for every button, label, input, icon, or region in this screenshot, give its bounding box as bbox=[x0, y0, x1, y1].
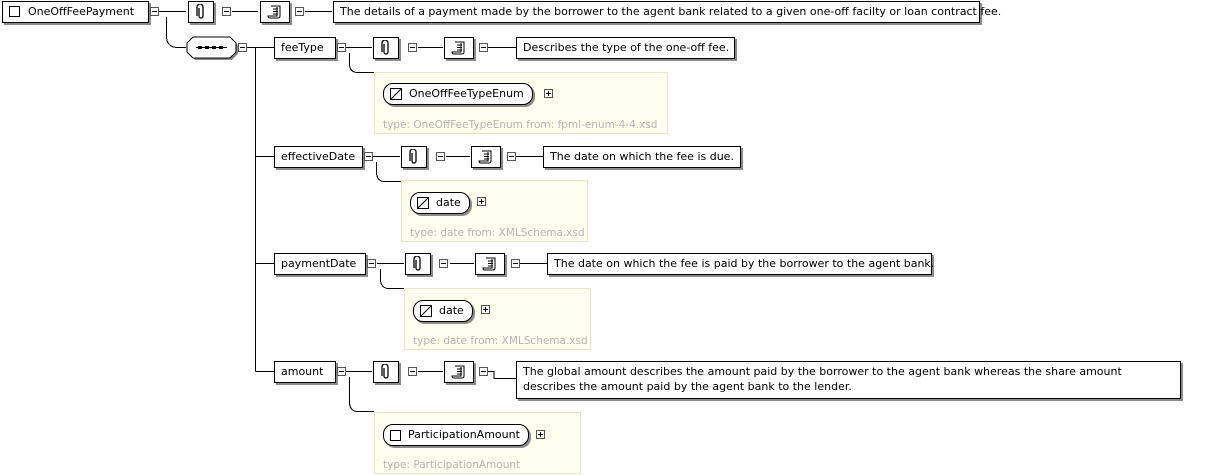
documentation-box bbox=[444, 37, 474, 59]
scroll-icon bbox=[451, 41, 465, 55]
type-name: date bbox=[436, 196, 461, 209]
complex-type-icon bbox=[390, 429, 401, 441]
type-expand-toggle[interactable] bbox=[544, 89, 553, 98]
complex-type-icon bbox=[9, 6, 20, 17]
scroll-icon bbox=[478, 150, 492, 164]
type-name: OneOffFeeTypeEnum bbox=[409, 87, 524, 100]
root-element[interactable]: OneOffFeePayment bbox=[2, 1, 149, 23]
simple-type-pill[interactable]: date bbox=[410, 192, 470, 214]
scroll-icon bbox=[267, 5, 281, 19]
simple-type-icon bbox=[420, 305, 432, 317]
appinfo-collapse-toggle[interactable] bbox=[408, 43, 417, 52]
documentation-box bbox=[444, 361, 474, 383]
type-expand-toggle[interactable] bbox=[536, 430, 545, 439]
documentation-collapse-toggle[interactable] bbox=[511, 259, 520, 268]
sequence-compositor[interactable] bbox=[186, 36, 238, 60]
simple-type-pill[interactable]: OneOffFeeTypeEnum bbox=[383, 83, 533, 105]
sequence-compositor-icon bbox=[186, 36, 238, 60]
paperclip-icon bbox=[413, 256, 421, 271]
simple-type-icon bbox=[390, 88, 402, 100]
paymentDate-annotation: The date on which the fee is paid by the… bbox=[547, 253, 934, 275]
appinfo-box bbox=[401, 146, 427, 168]
appinfo-box bbox=[373, 37, 399, 59]
sequence-collapse-toggle[interactable] bbox=[238, 43, 247, 52]
type-info: type: ParticipationAmount bbox=[383, 459, 521, 471]
feeType-collapse-toggle[interactable] bbox=[337, 43, 346, 52]
type-info: type: date from: XMLSchema.xsd bbox=[410, 227, 585, 239]
paperclip-icon bbox=[409, 149, 417, 164]
type-expand-toggle[interactable] bbox=[477, 197, 486, 206]
documentation-collapse-toggle[interactable] bbox=[479, 43, 488, 52]
feeType-type-box: OneOffFeeTypeEnum type: OneOffFeeTypeEnu… bbox=[374, 72, 668, 134]
appinfo-box bbox=[373, 361, 399, 383]
documentation-box bbox=[475, 253, 505, 275]
simple-type-pill[interactable]: date bbox=[413, 300, 473, 322]
root-collapse-toggle[interactable] bbox=[150, 7, 159, 16]
paymentDate-collapse-toggle[interactable] bbox=[367, 259, 376, 268]
root-element-name: OneOffFeePayment bbox=[28, 5, 135, 18]
type-info: type: OneOffFeeTypeEnum from: fpml-enum-… bbox=[383, 119, 658, 131]
amount-annotation: The global amount describes the amount p… bbox=[516, 361, 1181, 399]
scroll-icon bbox=[451, 365, 465, 379]
paperclip-icon bbox=[381, 364, 389, 379]
paperclip-icon bbox=[196, 4, 204, 19]
feeType-annotation: Describes the type of the one-off fee. bbox=[516, 37, 735, 59]
documentation-collapse-toggle[interactable] bbox=[479, 367, 488, 376]
type-expand-toggle[interactable] bbox=[481, 305, 490, 314]
effectiveDate-type-box: date type: date from: XMLSchema.xsd bbox=[401, 180, 588, 242]
scroll-icon bbox=[482, 257, 496, 271]
amount-collapse-toggle[interactable] bbox=[337, 367, 346, 376]
complex-type-pill[interactable]: ParticipationAmount bbox=[383, 424, 529, 446]
documentation-box bbox=[471, 146, 501, 168]
type-name: date bbox=[439, 304, 464, 317]
amount-type-box: ParticipationAmount type: ParticipationA… bbox=[374, 412, 581, 474]
appinfo-box bbox=[188, 1, 214, 23]
appinfo-box bbox=[405, 253, 431, 275]
root-annotation: The details of a payment made by the bor… bbox=[333, 1, 1001, 23]
element-amount[interactable]: amount bbox=[274, 361, 336, 383]
documentation-box bbox=[260, 1, 290, 23]
paymentDate-type-box: date type: date from: XMLSchema.xsd bbox=[404, 288, 591, 350]
appinfo-collapse-toggle[interactable] bbox=[439, 259, 448, 268]
appinfo-collapse-toggle[interactable] bbox=[222, 7, 231, 16]
element-feeType[interactable]: feeType bbox=[274, 37, 336, 59]
type-info: type: date from: XMLSchema.xsd bbox=[413, 335, 588, 347]
element-paymentDate[interactable]: paymentDate bbox=[274, 253, 366, 275]
type-name: ParticipationAmount bbox=[408, 428, 520, 441]
appinfo-collapse-toggle[interactable] bbox=[408, 367, 417, 376]
appinfo-collapse-toggle[interactable] bbox=[436, 152, 445, 161]
effectiveDate-collapse-toggle[interactable] bbox=[364, 152, 373, 161]
element-effectiveDate[interactable]: effectiveDate bbox=[274, 146, 363, 168]
paperclip-icon bbox=[381, 40, 389, 55]
documentation-collapse-toggle[interactable] bbox=[295, 7, 304, 16]
documentation-collapse-toggle[interactable] bbox=[507, 152, 516, 161]
simple-type-icon bbox=[417, 197, 429, 209]
effectiveDate-annotation: The date on which the fee is due. bbox=[543, 146, 741, 168]
